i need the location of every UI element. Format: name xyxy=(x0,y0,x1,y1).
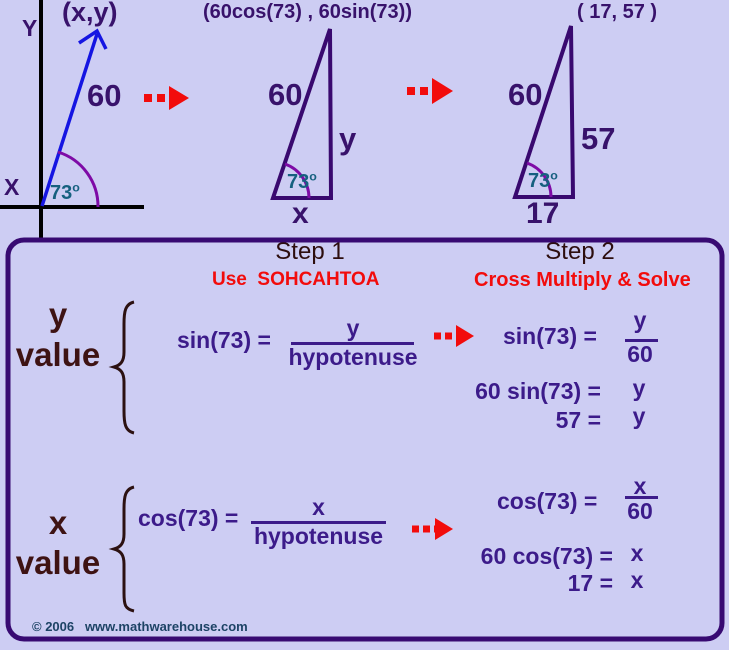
dashed-arrow-icon-4 xyxy=(412,518,453,540)
copyright-text: © 2006 www.mathwarehouse.com xyxy=(32,619,248,634)
x-step2-fraction-bar xyxy=(625,496,658,499)
y-step2-line3-rhs: y xyxy=(632,403,646,429)
vector-line xyxy=(40,33,99,207)
step1-title: Step 1 xyxy=(275,238,345,265)
origin-degree-mark: o xyxy=(72,180,80,195)
x-step2-line3-lhs: 17 = xyxy=(567,570,613,596)
y-step2-line2-rhs: y xyxy=(632,375,646,401)
numeric-vertical-side-label: 57 xyxy=(581,121,616,156)
step2-subtitle: Cross Multiply & Solve xyxy=(474,269,691,291)
trig-hypotenuse-label: 60 xyxy=(268,77,303,112)
step1-subtitle: Use SOHCAHTOA xyxy=(212,269,380,290)
x-value-brace xyxy=(108,485,135,613)
origin-angle-value: 73 xyxy=(50,182,73,204)
point-label: (x,y) xyxy=(62,0,118,27)
step2-title: Step 2 xyxy=(545,238,615,265)
x-step1-equation-lhs: cos(73) = xyxy=(138,505,239,531)
x-step2-line3-rhs: x xyxy=(630,567,644,593)
x-step2-line2-rhs: x xyxy=(630,540,644,566)
y-row-label-line1: y xyxy=(48,296,68,333)
numeric-coord-label: ( 17, 57 ) xyxy=(577,1,658,23)
trig-angle-label: 73o xyxy=(287,169,317,194)
y-value-brace xyxy=(108,300,135,435)
y-step2-line2-lhs: 60 sin(73) = xyxy=(475,378,601,404)
numeric-hypotenuse-label: 60 xyxy=(508,77,543,112)
steps-box-border xyxy=(5,237,725,642)
y-step2-numerator: y xyxy=(633,307,647,333)
trig-degree-mark: o xyxy=(309,169,317,184)
y-step1-numerator: y xyxy=(346,315,360,341)
y-row-label-line2: value xyxy=(15,336,101,373)
y-step2-line3-lhs: 57 = xyxy=(555,407,601,433)
trig-coord-label: (60cos(73) , 60sin(73)) xyxy=(203,1,412,23)
numeric-base-side-label: 17 xyxy=(526,197,560,230)
y-step1-fraction-bar xyxy=(291,342,414,345)
y-step2-fraction-bar xyxy=(625,339,658,342)
vector-length-label: 60 xyxy=(87,78,122,113)
dashed-arrow-icon-3 xyxy=(434,325,474,347)
origin-angle-label: 73o xyxy=(50,180,80,205)
numeric-angle-value: 73 xyxy=(528,170,551,192)
y-step2-denominator: 60 xyxy=(627,341,653,367)
y-axis-label: Y xyxy=(22,15,38,41)
dashed-arrow-icon-2 xyxy=(407,78,453,104)
x-row-label-line1: x xyxy=(48,504,68,541)
y-step1-equation-lhs: sin(73) = xyxy=(177,327,271,353)
y-step2-equation-lhs: sin(73) = xyxy=(503,323,597,349)
x-step2-denominator: 60 xyxy=(627,498,653,524)
x-step1-fraction-bar xyxy=(251,521,386,524)
numeric-degree-mark: o xyxy=(550,168,558,183)
dashed-arrow-icon-1 xyxy=(144,86,189,110)
x-step1-denominator: hypotenuse xyxy=(253,523,384,549)
trig-vertical-side-label: y xyxy=(339,121,357,156)
x-step2-line2-lhs: 60 cos(73) = xyxy=(480,543,613,569)
x-row-label-line2: value xyxy=(15,544,101,581)
trig-angle-value: 73 xyxy=(287,171,310,193)
vector-arrowhead-icon xyxy=(78,28,108,50)
x-step2-numerator: x xyxy=(633,473,647,499)
x-step1-numerator: x xyxy=(312,494,325,520)
trig-base-side-label: x xyxy=(292,197,309,230)
x-step2-equation-lhs: cos(73) = xyxy=(497,488,598,514)
x-axis-label: X xyxy=(4,174,20,200)
numeric-angle-label: 73o xyxy=(528,168,558,193)
y-step1-denominator: hypotenuse xyxy=(288,344,418,370)
